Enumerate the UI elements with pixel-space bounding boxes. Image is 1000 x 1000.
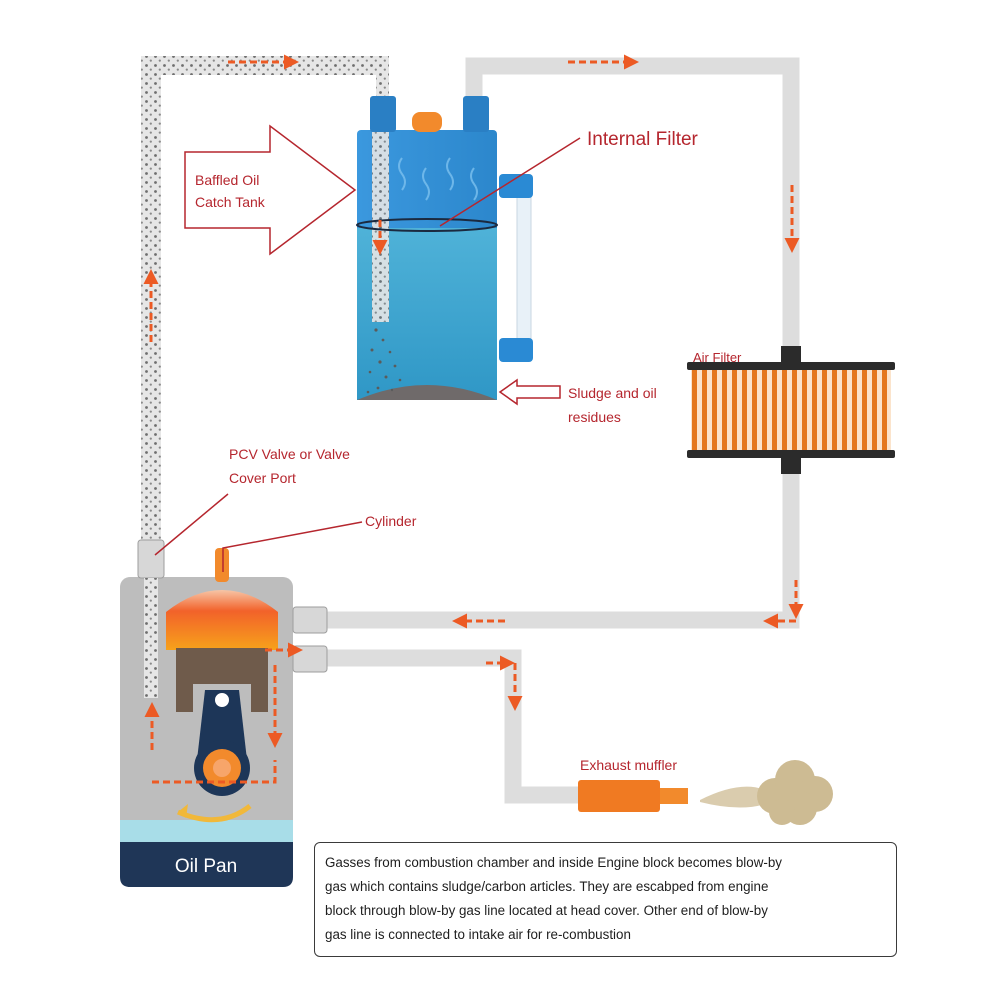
piston	[176, 648, 268, 712]
engine-block	[120, 539, 328, 887]
air-filter-label: Air Filter	[693, 350, 742, 365]
leader-lines	[154, 137, 581, 572]
exhaust-muffler-label: Exhaust muffler	[580, 757, 677, 773]
pcv-label-line2: Cover Port	[229, 470, 296, 486]
tank-cap	[412, 112, 442, 132]
exhaust-smoke	[700, 760, 833, 825]
oil-pan	[120, 842, 293, 887]
baffled-oil-catch-tank	[356, 96, 533, 400]
catch-tank-pointer-arrow	[184, 124, 357, 256]
cylinder-label: Cylinder	[365, 513, 417, 529]
spark-plug	[215, 548, 229, 582]
oil-pan-label: Oil Pan	[175, 856, 237, 877]
blow-by-pipe-top	[141, 56, 386, 75]
pcv-label-line1: PCV Valve or Valve	[229, 446, 350, 462]
internal-filter-leader	[439, 137, 581, 227]
air-filter	[687, 346, 895, 474]
flow-arrows	[143, 54, 804, 750]
engine-to-exhaust-pipe	[325, 649, 582, 804]
flow-arrow-engine-bottom	[152, 760, 277, 784]
sludge-pointer-arrow	[498, 378, 561, 406]
cylinder-leader	[222, 521, 363, 572]
description-line: Gasses from combustion chamber and insid…	[325, 855, 782, 870]
sludge-label-line2: residues	[568, 409, 621, 425]
exhaust-muffler	[578, 780, 688, 812]
internal-filter-label: Internal Filter	[587, 129, 699, 150]
sludge-layer	[357, 385, 497, 400]
internal-filter	[356, 218, 498, 232]
tank-inlet-pipe	[376, 56, 389, 102]
description-line: block through blow-by gas line located a…	[325, 903, 768, 918]
combustion-chamber	[166, 590, 278, 650]
oil-layer	[120, 820, 293, 842]
catch-tank-label-line1: Baffled Oil	[195, 172, 259, 188]
pcv-fitting	[137, 539, 165, 579]
catch-tank-label-line2: Catch Tank	[195, 194, 266, 210]
sludge-label-line1: Sludge and oil	[568, 385, 657, 401]
pcv-leader	[154, 493, 229, 556]
description-line: gas which contains sludge/carbon article…	[325, 879, 769, 894]
air-filter-to-engine-pipe	[325, 460, 800, 629]
sight-tube	[516, 191, 532, 357]
description-line: gas line is connected to intake air for …	[325, 927, 631, 942]
description-box: Gasses from combustion chamber and insid…	[314, 842, 897, 957]
